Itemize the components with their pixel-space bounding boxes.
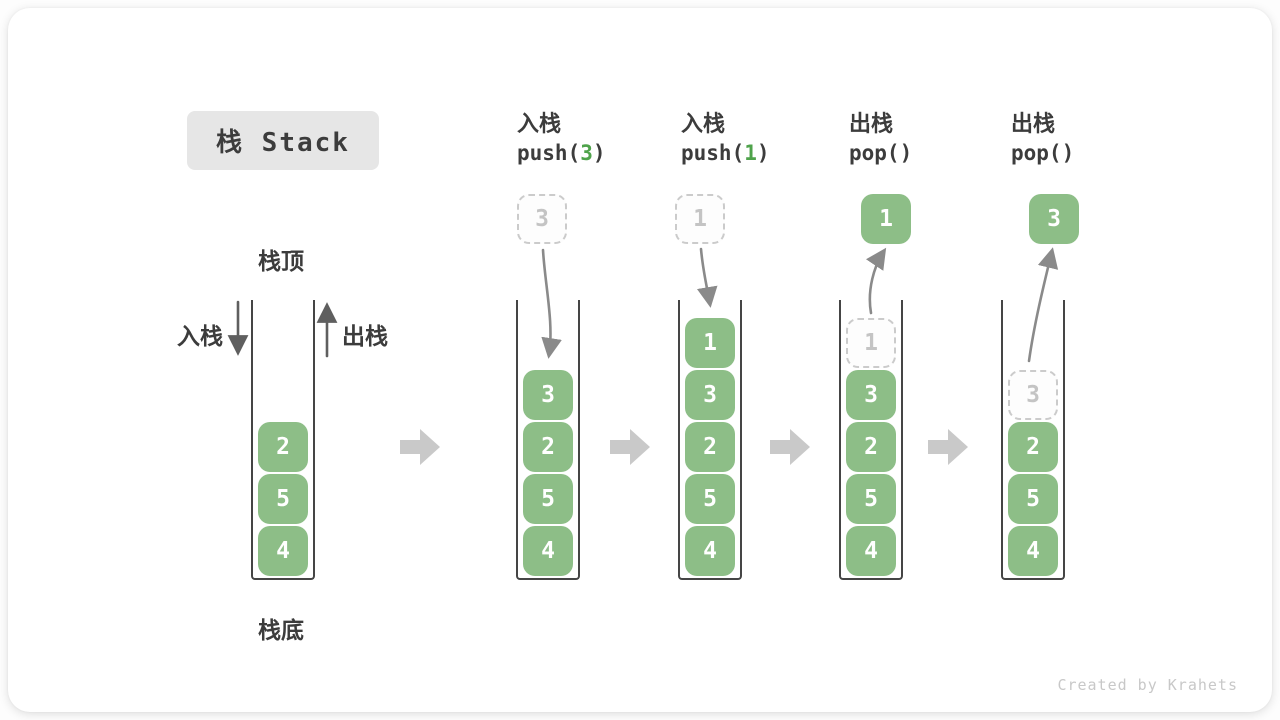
- stack-cell: 5: [1008, 474, 1058, 524]
- floating-value-box: 1: [861, 194, 911, 244]
- code-argument: 3: [580, 141, 593, 165]
- operation-code: pop(): [849, 141, 912, 165]
- code-text: ): [592, 141, 606, 165]
- title-box: 栈 Stack: [187, 111, 379, 170]
- stack-cell: 2: [846, 422, 896, 472]
- watermark: Created by Krahets: [1057, 676, 1238, 694]
- code-text: pop(): [1011, 141, 1075, 165]
- stack-cell: 5: [523, 474, 573, 524]
- stack-container-5: [1001, 300, 1065, 580]
- stack-cell: 2: [258, 422, 308, 472]
- stack-cell: 1: [685, 318, 735, 368]
- code-text: push(: [517, 141, 581, 165]
- stack-cell: 4: [846, 526, 896, 576]
- floating-value-box: 1: [675, 194, 725, 244]
- operation-code: pop(): [1011, 141, 1074, 165]
- operation-label: 出栈: [849, 112, 894, 137]
- stack-cell: 2: [685, 422, 735, 472]
- floating-value-box: 3: [517, 194, 567, 244]
- stack-cell: 4: [1008, 526, 1058, 576]
- stack-cell: 2: [523, 422, 573, 472]
- stack-cell: 2: [1008, 422, 1058, 472]
- floating-value-box: 3: [1029, 194, 1079, 244]
- stack-cell: 5: [258, 474, 308, 524]
- stack-cell: 5: [846, 474, 896, 524]
- stack-cell-ghost: 1: [846, 318, 896, 368]
- code-text: push(: [681, 141, 745, 165]
- stack-cell: 4: [523, 526, 573, 576]
- stack-cell-ghost: 3: [1008, 370, 1058, 420]
- stack-bottom-label: 栈底: [258, 618, 304, 644]
- operation-code: push(1): [681, 141, 770, 165]
- pop-direction-label: 出栈: [342, 324, 388, 350]
- next-step-arrow-icon: [400, 429, 440, 465]
- code-argument: 1: [744, 141, 757, 165]
- operation-label: 出栈: [1011, 112, 1056, 137]
- stack-cell: 3: [523, 370, 573, 420]
- stack-cell: 3: [846, 370, 896, 420]
- operation-code: push(3): [517, 141, 606, 165]
- next-step-arrow-icon: [610, 429, 650, 465]
- code-text: ): [756, 141, 770, 165]
- stack-cell: 4: [685, 526, 735, 576]
- code-text: pop(): [849, 141, 913, 165]
- stack-container-1: [251, 300, 315, 580]
- next-step-arrow-icon: [928, 429, 968, 465]
- operation-label: 入栈: [681, 112, 726, 137]
- next-step-arrow-icon: [770, 429, 810, 465]
- stack-top-label: 栈顶: [258, 249, 304, 275]
- stack-container-2: [516, 300, 580, 580]
- stack-cell: 4: [258, 526, 308, 576]
- stack-container-3: [678, 300, 742, 580]
- title-text: 栈 Stack: [216, 128, 350, 158]
- stack-cell: 3: [685, 370, 735, 420]
- stack-container-4: [839, 300, 903, 580]
- stack-cell: 5: [685, 474, 735, 524]
- push-direction-label: 入栈: [177, 324, 223, 350]
- operation-label: 入栈: [517, 112, 562, 137]
